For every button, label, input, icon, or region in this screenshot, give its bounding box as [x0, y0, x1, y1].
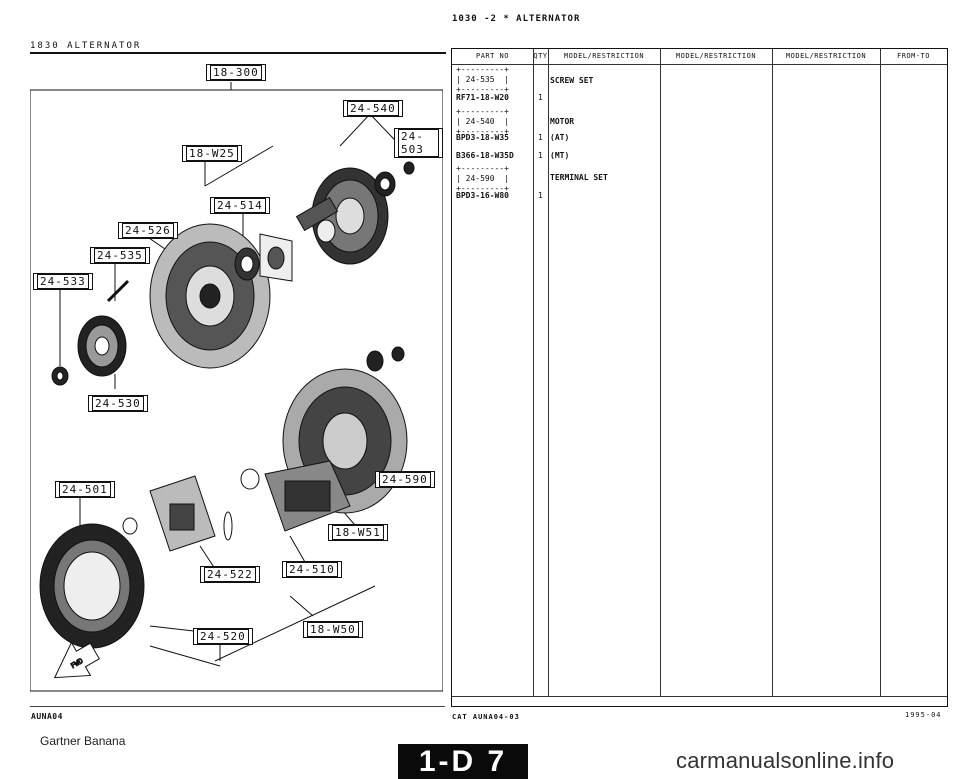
parts-table: PART NO QTY MODEL/RESTRICTION MODEL/REST…	[451, 48, 948, 707]
header-rule	[452, 64, 947, 65]
stator	[39, 523, 145, 649]
description: (MT)	[550, 151, 570, 160]
qty: 1	[538, 93, 543, 102]
callout-24-514: 24-514	[210, 197, 270, 214]
col-head-qty: QTY	[533, 52, 548, 60]
callout-24-510: 24-510	[282, 561, 342, 578]
column-divider	[533, 49, 534, 696]
callout-24-533: 24-533	[33, 273, 93, 290]
callout-24-522: 24-522	[200, 566, 260, 583]
description: SCREW SET	[550, 76, 594, 85]
column-divider	[772, 49, 773, 696]
callout-18-w25: 18-W25	[182, 145, 242, 162]
table-bottom-rule	[452, 696, 947, 697]
qty: 1	[538, 191, 543, 200]
fwd-arrow: FWD	[53, 641, 100, 679]
col-head-part-no: PART NO	[475, 52, 509, 60]
col-head-from-to: FROM-TO	[896, 52, 930, 60]
pulley	[51, 315, 127, 386]
qty: 1	[538, 133, 543, 142]
rectifier	[240, 460, 351, 532]
callout-24-501: 24-501	[55, 481, 115, 498]
callout-18-300: 18-300	[206, 64, 266, 81]
front-housing	[149, 223, 271, 369]
alternator-exploded-view: FWD	[29, 82, 444, 692]
description: TERMINAL SET	[550, 173, 608, 182]
callout-24-590: 24-590	[375, 471, 435, 488]
header-rule	[30, 52, 446, 54]
catalog-date: 1995-04	[905, 711, 942, 719]
col-head-model-3: MODEL/RESTRICTION	[785, 52, 867, 60]
column-divider	[548, 49, 549, 696]
diagram-bottom-rule	[30, 706, 445, 707]
description: (AT)	[550, 133, 570, 142]
group-box-24-540: +---------+ | 24-540 | +---------+	[456, 107, 509, 136]
column-divider	[880, 49, 881, 696]
callout-24-540: 24-540	[343, 100, 403, 117]
part-no: BPD3-16-W80	[456, 191, 509, 200]
part-no: BPD3-18-W35	[456, 133, 509, 142]
callout-18-w51: 18-W51	[328, 524, 388, 541]
diagram-header-title: 1830 ALTERNATOR	[30, 41, 142, 51]
part-no: RF71-18-W20	[456, 93, 509, 102]
page-header-title: 1030 -2 * ALTERNATOR	[452, 14, 581, 24]
page-number-badge: 1-D 7	[398, 744, 528, 779]
qty: 1	[538, 151, 543, 160]
group-box-24-535: +---------+ | 24-535 | +---------+	[456, 65, 509, 94]
rotor-assembly	[295, 167, 389, 265]
callout-24-535: 24-535	[90, 247, 150, 264]
col-head-model-1: MODEL/RESTRICTION	[563, 52, 645, 60]
callout-24-526: 24-526	[118, 222, 178, 239]
callout-24-530: 24-530	[88, 395, 148, 412]
bearing	[234, 233, 293, 282]
col-head-model-2: MODEL/RESTRICTION	[675, 52, 757, 60]
aun-code: AUNA04	[31, 712, 63, 721]
group-box-24-590: +---------+ | 24-590 | +---------+	[456, 164, 509, 193]
catalog-code: CAT AUNA04-03	[452, 713, 520, 721]
through-bolt	[106, 279, 130, 303]
gartner-label: Gartner Banana	[40, 734, 126, 748]
callout-24-503: 24-503	[394, 128, 443, 158]
callout-24-520: 24-520	[193, 628, 253, 645]
description: MOTOR	[550, 117, 575, 126]
callout-18-w50: 18-W50	[303, 621, 363, 638]
site-watermark: carmanualsonline.info	[676, 748, 895, 773]
column-divider	[660, 49, 661, 696]
part-no: B366-18-W35D	[456, 151, 514, 160]
regulator	[122, 475, 233, 552]
exploded-diagram: FWD 18-300 24-540 24-503 18-W25 24-514 2…	[29, 56, 444, 696]
washer	[374, 161, 415, 197]
